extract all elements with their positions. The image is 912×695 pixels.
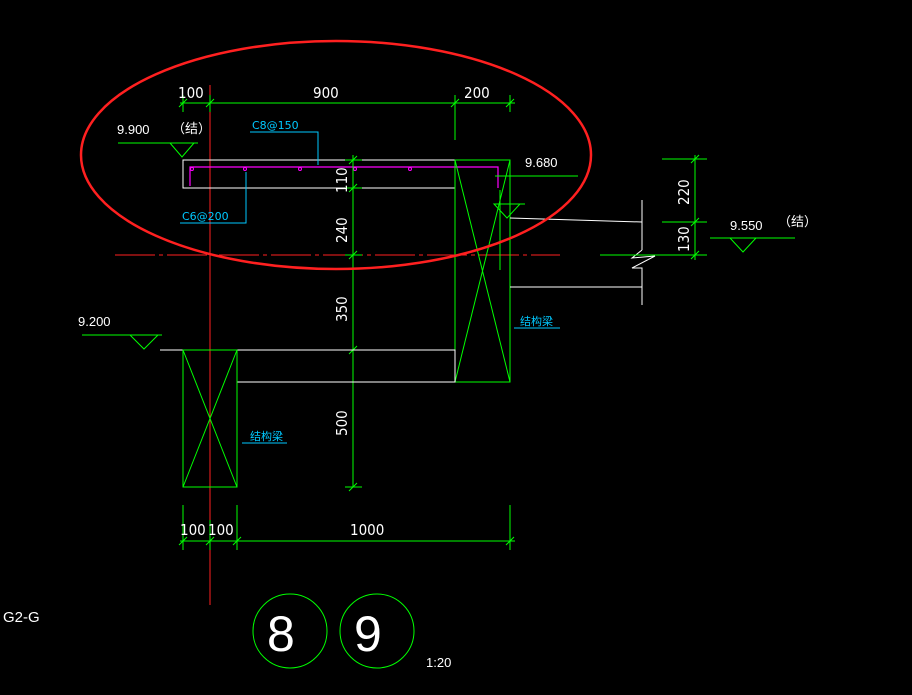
ref-circle-9: [339, 593, 415, 669]
dim-bot-100a: 100: [180, 521, 206, 539]
level-symbol-9900: [118, 142, 198, 158]
dim-v-220: 220: [675, 179, 693, 205]
dim-bot-100b: 100: [208, 521, 234, 539]
rebar-outline: [189, 166, 499, 188]
top-dimension: [178, 95, 515, 140]
level-9550-note: （结）: [778, 214, 817, 229]
level-9680: 9.680: [525, 155, 558, 170]
ref-9: 9: [354, 606, 382, 662]
rebar-dots: [190, 167, 412, 171]
dim-v-350: 350: [333, 296, 351, 322]
level-9900: 9.900: [117, 122, 150, 137]
level-9550: 9.550: [730, 218, 763, 233]
rebar-top-label: C8@150: [252, 119, 299, 132]
dim-top-900: 900: [313, 84, 339, 102]
dim-top-200: 200: [464, 84, 490, 102]
right-beam: [454, 159, 511, 383]
vertical-dimension-middle: [345, 155, 362, 492]
scale-label: 1:20: [426, 655, 451, 670]
highlight-ellipse: [79, 39, 593, 271]
beam-label-left: 结构梁: [250, 429, 283, 443]
level-9900-note: （结）: [172, 121, 211, 136]
dim-v-130: 130: [675, 226, 693, 252]
top-slab: [182, 159, 456, 189]
dim-top-100: 100: [178, 84, 204, 102]
vertical-dimension-right: [600, 154, 707, 260]
rebar-bottom-leader: [180, 172, 247, 224]
rebar-bottom-label: C6@200: [182, 210, 229, 223]
beam-label-right: 结构梁: [520, 314, 553, 328]
ref-circle-8: [252, 593, 328, 669]
level-symbol-9550: [710, 237, 795, 253]
level-symbol-9680: [492, 175, 578, 219]
bottom-dimension: [178, 505, 515, 550]
dim-v-240: 240: [333, 217, 351, 243]
dim-v-500: 500: [333, 410, 351, 436]
right-slab-break: [509, 200, 656, 305]
level-symbol-9200: [82, 334, 162, 350]
middle-member: [236, 349, 456, 383]
left-beam: [182, 349, 238, 488]
dim-v-110: 110: [333, 167, 351, 193]
dim-bot-1000: 1000: [350, 521, 384, 539]
rebar-top-leader: [250, 131, 319, 165]
level-9200: 9.200: [78, 314, 111, 329]
ref-8: 8: [267, 606, 295, 662]
grid-label: G2-G: [3, 609, 40, 626]
